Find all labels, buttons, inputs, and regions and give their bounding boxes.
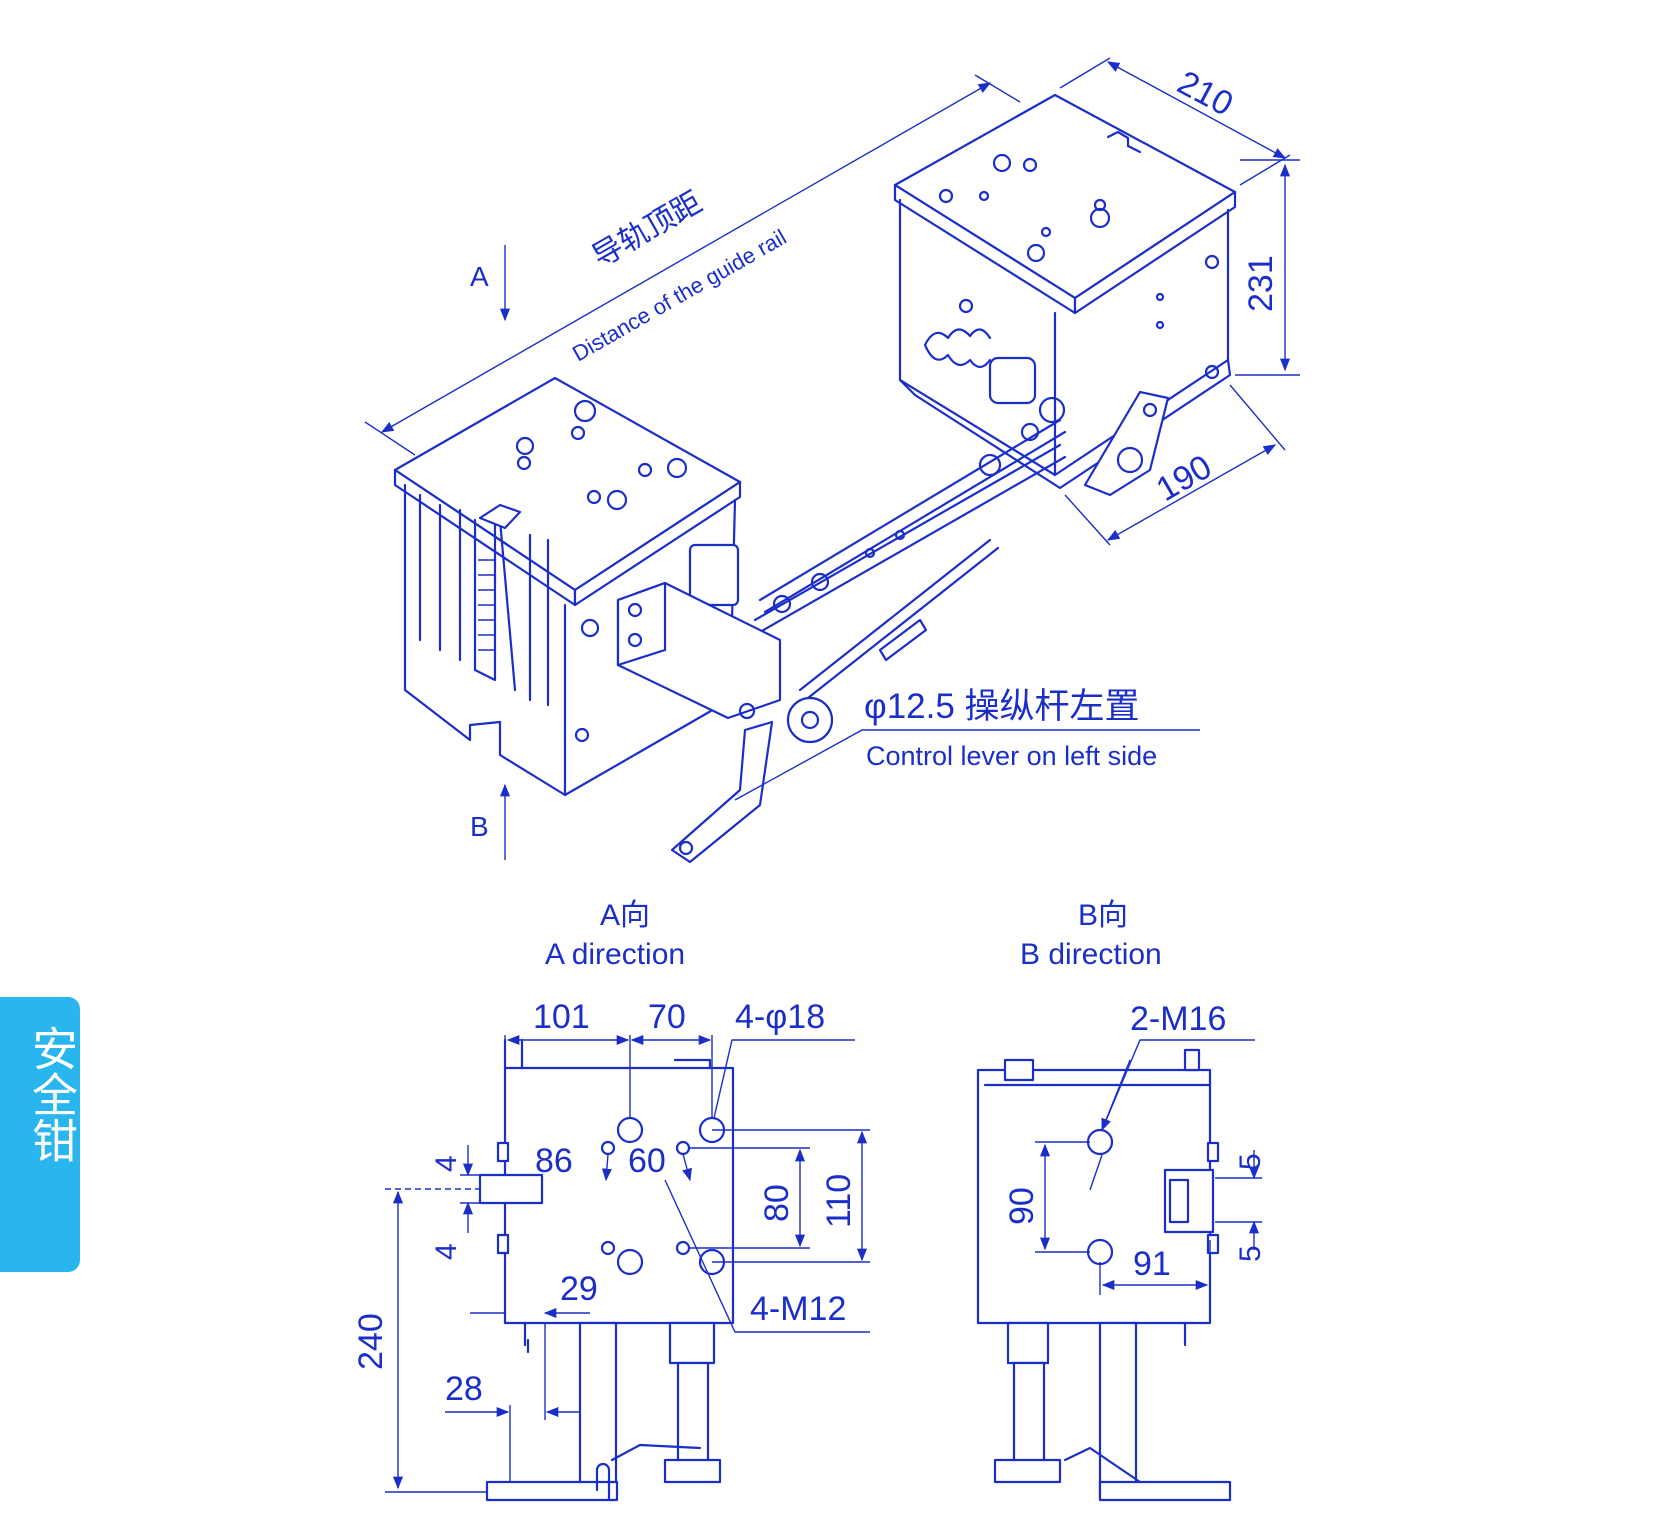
- b-dim-2m16: 2-M16: [1130, 1000, 1226, 1038]
- guide-rail-dimension: 导轨顶距 Distance of the guide rail: [364, 74, 1021, 456]
- a-dim-28: 28: [445, 1370, 483, 1408]
- dim-231-label: 231: [1242, 255, 1280, 312]
- dim-210-label: 210: [1171, 64, 1239, 124]
- a-dim-70: 70: [648, 998, 686, 1036]
- a-dim-4phi18: 4-φ18: [735, 998, 825, 1036]
- a-dim-29: 29: [560, 1270, 598, 1308]
- side-tab-label: 安全钳: [25, 1025, 79, 1163]
- a-dim-101: 101: [533, 998, 590, 1036]
- operating-bracket: [616, 581, 834, 864]
- left-gear-block: [393, 376, 742, 797]
- b-dim-5-top: 5: [1234, 1153, 1267, 1170]
- a-dim-4-top: 4: [430, 1155, 463, 1172]
- b-view-title-cn: B向: [1078, 899, 1128, 932]
- view-arrow-a: A: [470, 245, 511, 322]
- guide-rail-label-cn: 导轨顶距: [587, 186, 708, 274]
- category-side-tab[interactable]: 安全钳: [0, 997, 80, 1272]
- isometric-view: 导轨顶距 Distance of the guide rail 210 231 …: [364, 57, 1300, 864]
- a-view-title-cn: A向: [600, 899, 650, 932]
- view-arrow-b: B: [470, 783, 511, 860]
- dim-190-label: 190: [1150, 448, 1218, 509]
- b-dim-90: 90: [1003, 1187, 1041, 1225]
- a-dim-110: 110: [820, 1174, 858, 1228]
- b-view-title-en: B direction: [1020, 938, 1162, 971]
- b-direction-view: B向 B direction 2-M16 90 91: [976, 899, 1267, 1502]
- a-dim-240: 240: [352, 1313, 390, 1370]
- a-dim-4m12: 4-M12: [750, 1290, 846, 1328]
- dimension-231: 231: [1235, 159, 1300, 376]
- b-dim-91: 91: [1133, 1245, 1171, 1283]
- a-dim-80: 80: [758, 1184, 796, 1222]
- view-b-letter: B: [470, 811, 489, 842]
- a-direction-view: A向 A direction 101 70 4-φ18 86 60: [352, 899, 870, 1502]
- a-dim-4-bottom: 4: [430, 1243, 463, 1260]
- right-gear-block: [893, 93, 1237, 497]
- linkage-rods: [753, 418, 1067, 700]
- lever-label-cn: φ12.5 操纵杆左置: [864, 687, 1140, 726]
- b-dim-5-bottom: 5: [1234, 1245, 1267, 1262]
- a-dim-86: 86: [535, 1142, 573, 1180]
- a-dim-60: 60: [628, 1142, 666, 1180]
- view-a-letter: A: [470, 261, 489, 292]
- a-view-title-en: A direction: [545, 938, 685, 971]
- lever-label-en: Control lever on left side: [866, 741, 1157, 771]
- lever-callout: φ12.5 操纵杆左置 Control lever on left side: [734, 687, 1200, 801]
